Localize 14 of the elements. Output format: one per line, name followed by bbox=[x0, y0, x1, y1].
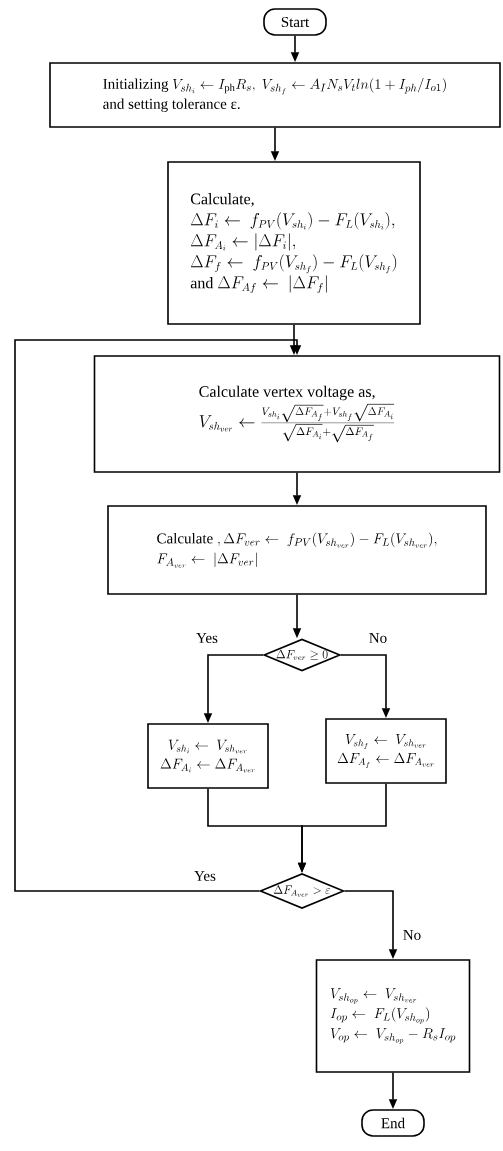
process-box: Calculate vertex voltage as, $V_{sh_{ver}} \leftarrow \frac{V_{sh_i}\sqrt{\Delta F_{A_f}} + V_{sh_f}\sqrt{\Delta F_{A_i}}}{\sqrt{\Delta F_{A_i}} + \sqrt{\Delta F_{A_f}}}$ bbox=[93, 355, 501, 473]
terminal-box: Start bbox=[263, 8, 327, 36]
terminal-box: End bbox=[361, 1109, 425, 1137]
edge-label: No bbox=[367, 632, 389, 644]
process-box: $V_{sh_f} \leftarrow\ V_{sh_{ver}}$ $\Delta F_{A_f} \leftarrow \Delta F_{A_{ver}}$ bbox=[325, 718, 447, 784]
arrow bbox=[14, 339, 302, 892]
edge-label: Yes bbox=[193, 870, 217, 882]
edge-label: No bbox=[401, 929, 423, 941]
process-box: Initializing $V_{sh_i} \leftarrow I_{\mathrm{ph}} R_s ,\ V_{sh_f} \leftarrow A_I N_s V_t ln(1+I_{ph}/I_{o1})$ and setting tolerance ε. bbox=[49, 62, 501, 128]
process-box: $V_{sh_{op}} \leftarrow\ V_{sh_{ver}}$ $I_{op} \leftarrow\ F_L(V_{sh_{op}})$ $V_{op} \leftarrow\ V_{sh_{op}} - R_s I_{op}$ bbox=[315, 959, 471, 1073]
process-box: $V_{sh_i} \leftarrow\ V_{sh_{ver}}$ $\Delta F_{A_i} \leftarrow \Delta F_{A_{ver}}$ bbox=[147, 723, 269, 789]
process-box: Calculate, $\Delta F_i \leftarrow\ f_{PV}(V_{sh_i}) - F_L(V_{sh_i}),$ $\Delta F_{A_i} \leftarrow |\Delta F_i|,$ $\Delta F_f \leftarrow\ f_{PV}(V_{sh_f}) - F_L(V_{sh_f})$ and $\Delta F_{Af} \leftarrow\ |\Delta F_f|$ bbox=[167, 161, 421, 325]
edge-label: Yes bbox=[195, 632, 219, 644]
process-box: Calculate $, \Delta F_{ver} \leftarrow\ f_{PV}(V_{sh_{ver}}) - F_L(V_{sh_{ver}}),$ $F_{A_{ver}} \leftarrow\ |\Delta F_{ver}|$ bbox=[107, 505, 487, 595]
